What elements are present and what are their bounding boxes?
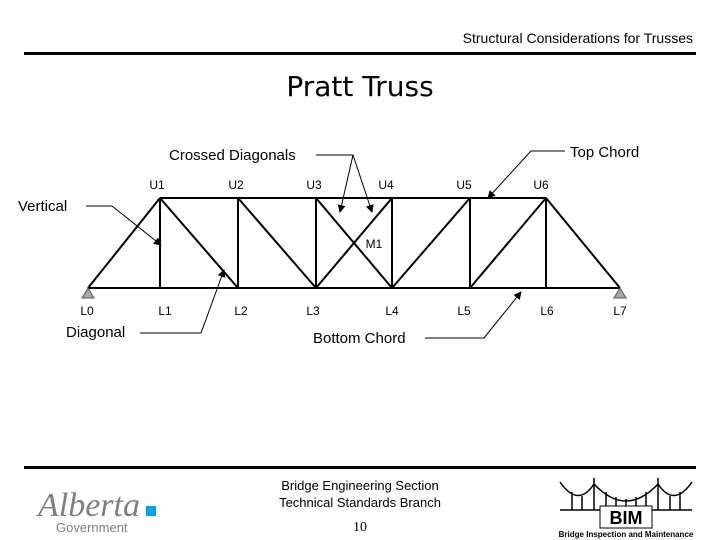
- end-post-right: [545, 197, 621, 289]
- lower-node-labels: L0 L1 L2 L3 L4 L5 L6 L7: [80, 304, 627, 318]
- node-label-l4: L4: [385, 304, 399, 318]
- leader-crossed-diagonals-2: [352, 154, 374, 213]
- node-label-l3: L3: [306, 304, 320, 318]
- alberta-logo-subtext: Government: [56, 520, 128, 535]
- upper-node-labels: U1 U2 U3 U4 U5 U6: [149, 178, 549, 192]
- node-label-u1: U1: [149, 178, 165, 192]
- slide-title: Pratt Truss: [286, 70, 434, 103]
- bim-logo-graphic: BIM Bridge Inspection and Maintenance: [559, 478, 694, 539]
- callout-bottom-chord: Bottom Chord: [313, 330, 406, 347]
- diagonal-u2-l3: [237, 197, 317, 289]
- footer-line-2: Technical Standards Branch: [279, 495, 441, 510]
- bim-logo-subtext: Bridge Inspection and Maintenance: [559, 530, 694, 539]
- node-label-u5: U5: [456, 178, 472, 192]
- leader-top-chord: [487, 150, 565, 199]
- diagonal-u1-l2: [159, 197, 239, 289]
- callout-leaders: [86, 150, 565, 339]
- header-title: Structural Considerations for Trusses: [462, 30, 693, 46]
- node-label-l7: L7: [613, 304, 627, 318]
- footer-line-1: Bridge Engineering Section: [281, 478, 439, 493]
- footer-rule: [24, 466, 696, 469]
- diagonal-u5-l4: [391, 197, 471, 289]
- node-label-l2: L2: [234, 304, 248, 318]
- node-label-l6: L6: [540, 304, 554, 318]
- node-label-u3: U3: [306, 178, 322, 192]
- truss-members: [87, 197, 621, 289]
- node-label-l5: L5: [457, 304, 471, 318]
- diagonal-u4-l3: [315, 197, 393, 289]
- end-post-left: [87, 197, 161, 289]
- node-label-u6: U6: [533, 178, 549, 192]
- support-right-icon: [613, 287, 627, 299]
- node-label-l1: L1: [158, 304, 172, 318]
- callout-top-chord: Top Chord: [570, 144, 639, 161]
- alberta-logo-square: [146, 506, 156, 516]
- bim-logo: BIM Bridge Inspection and Maintenance: [556, 470, 696, 540]
- page-number: 10: [353, 520, 367, 535]
- alberta-logo-graphic: Alberta Government: [36, 487, 156, 535]
- callout-vertical: Vertical: [18, 198, 67, 215]
- callout-diagonal: Diagonal: [66, 324, 125, 341]
- callout-crossed-diagonals: Crossed Diagonals: [169, 147, 296, 164]
- alberta-logo-wordmark: Alberta: [36, 487, 140, 524]
- alberta-government-logo: Alberta Government: [24, 478, 164, 538]
- node-label-u2: U2: [228, 178, 244, 192]
- node-label-l0: L0: [80, 304, 94, 318]
- node-label-m1: M1: [366, 237, 383, 251]
- bim-logo-text: BIM: [610, 508, 643, 528]
- leader-bottom-chord: [425, 291, 522, 339]
- node-label-u4: U4: [378, 178, 394, 192]
- header-rule: [24, 52, 696, 55]
- leader-diagonal: [140, 269, 226, 334]
- diagonal-u6-l5: [469, 197, 547, 289]
- support-left-icon: [81, 287, 95, 299]
- leader-vertical: [86, 205, 162, 246]
